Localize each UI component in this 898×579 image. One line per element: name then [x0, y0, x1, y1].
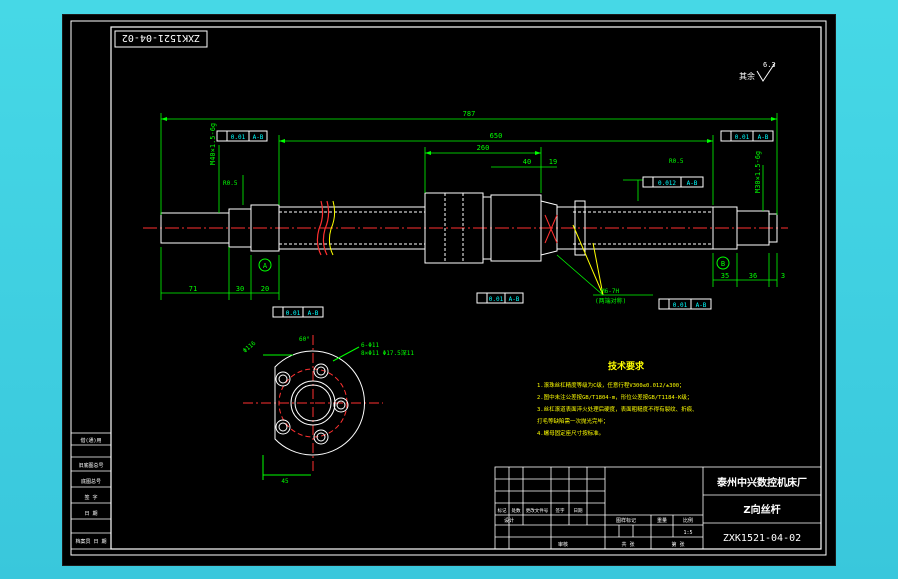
tb-sheet2: 第 张 [671, 541, 684, 548]
svg-text:0.01: 0.01 [231, 134, 246, 141]
shaft-view [143, 192, 788, 296]
tech-note-5: 4.螺母固定座尺寸按标准。 [537, 429, 604, 437]
tb-scale-val: 1:5 [683, 530, 692, 536]
thread-left: M40×1.5-6g [209, 123, 217, 165]
tb-count: 处数 [512, 507, 521, 514]
counterbore: M6-7H [601, 288, 619, 295]
dim-3: 3 [781, 272, 785, 280]
part-name: Z向丝杆 [743, 503, 780, 516]
left-row-6: 档案员 日 期 [75, 538, 106, 545]
dim-nut-len: 260 [477, 144, 490, 152]
tolerance-frame-1: 0.01 A-B [216, 130, 268, 142]
roughness-symbol [756, 62, 776, 82]
roughness-value: 6.3 [763, 61, 776, 69]
dim-36: 36 [749, 272, 757, 280]
radius-left: R0.5 [223, 180, 238, 187]
tolerance-frame-3: 0.012 A-B [642, 176, 704, 188]
dim-20: 20 [261, 285, 269, 293]
tech-note-2: 2.图中未注公差按GB/T1804-m，形位公差按GB/T1184-K级； [537, 393, 692, 401]
tech-note-4: 打毛等缺陷需一次抛光完毕； [537, 417, 609, 425]
svg-text:A-B: A-B [253, 134, 264, 141]
flange-dia: Φ116 [242, 340, 258, 355]
datum-b: B [721, 260, 725, 268]
tb-scale: 比例 [683, 517, 693, 524]
svg-text:0.012: 0.012 [658, 180, 676, 187]
svg-text:0.01: 0.01 [286, 310, 301, 317]
tech-note-3: 3.丝杠滚道表面淬火处理后硬度，表面粗糙度不得有裂纹、折痕、 [537, 405, 698, 413]
dim-71: 71 [189, 285, 197, 293]
svg-text:A-B: A-B [308, 310, 319, 317]
tolerance-frame-4: 0.01 A-B [476, 292, 524, 304]
flange-view [243, 335, 383, 480]
tb-stage: 图样标记 [616, 517, 636, 524]
drawing-frame: ZXK1521-04-02 其余 6.3 [62, 14, 836, 566]
title-block [494, 466, 822, 550]
tb-weight: 重量 [657, 517, 667, 524]
tb-design: 设计 [504, 517, 514, 524]
dim-19: 19 [549, 158, 557, 166]
tb-change: 更改文件号 [526, 507, 549, 514]
left-row-1: 借(通)用 [80, 437, 101, 444]
rotated-id: ZXK1521-04-02 [122, 32, 200, 43]
tolerance-frame-6: 0.01 A-B [658, 298, 712, 310]
left-row-4: 签 字 [84, 494, 97, 501]
part-number: ZXK1521-04-02 [723, 533, 801, 544]
tb-sign: 签字 [556, 507, 565, 514]
svg-text:0.01: 0.01 [489, 296, 504, 303]
flange-holes: 6-Φ11 [361, 342, 379, 349]
thread-right: M30×1.5-6g [754, 151, 762, 193]
dim-overall: 787 [463, 110, 476, 118]
inner-border [110, 26, 822, 550]
dim-screw: 650 [490, 132, 503, 140]
svg-text:A-B: A-B [509, 296, 520, 303]
datum-a: A [263, 262, 268, 270]
tb-sheet: 共 张 [621, 541, 634, 548]
flange-45: 45 [281, 478, 289, 485]
datum-a-circle [258, 258, 272, 272]
dim-40: 40 [523, 158, 531, 166]
tolerance-frame-2: 0.01 A-B [720, 130, 774, 142]
company-name: 泰州中兴数控机床厂 [716, 476, 807, 489]
tech-title: 技术要求 [608, 360, 645, 372]
dimension-lines [160, 113, 778, 300]
rotated-id-box [114, 30, 208, 48]
svg-text:A-B: A-B [687, 180, 698, 187]
dim-30: 30 [236, 285, 244, 293]
svg-text:A-B: A-B [758, 134, 769, 141]
counterbore-note: (两端对称) [595, 297, 626, 305]
svg-text:A-B: A-B [696, 302, 707, 309]
left-row-2: 旧底图总号 [78, 462, 103, 469]
tb-mark: 标记 [498, 507, 507, 514]
tolerance-frame-5: 0.01 A-B [272, 306, 324, 318]
cad-drawing[interactable]: ZXK1521-04-02 其余 6.3 [63, 15, 835, 565]
flange-angle: 60° [299, 336, 310, 343]
tech-note-1: 1.滚珠丝杠精度等级为C级，任意行程V300≤0.012/±300； [537, 381, 685, 389]
dim-35: 35 [721, 272, 729, 280]
svg-text:0.01: 0.01 [735, 134, 750, 141]
outer-border [70, 20, 827, 556]
flange-pcd: 8×Φ11 Φ17.5深11 [361, 349, 414, 357]
roughness-label: 其余 [739, 71, 755, 81]
radius-right: R0.5 [669, 158, 684, 165]
datum-b-circle [716, 256, 730, 270]
dimension-arrows [161, 117, 777, 155]
tb-check: 审核 [558, 541, 568, 548]
left-row-5: 日 期 [84, 511, 97, 517]
tb-date: 日期 [574, 508, 583, 514]
left-block [70, 432, 112, 550]
left-row-3: 底图总号 [81, 478, 101, 485]
svg-text:0.01: 0.01 [673, 302, 688, 309]
